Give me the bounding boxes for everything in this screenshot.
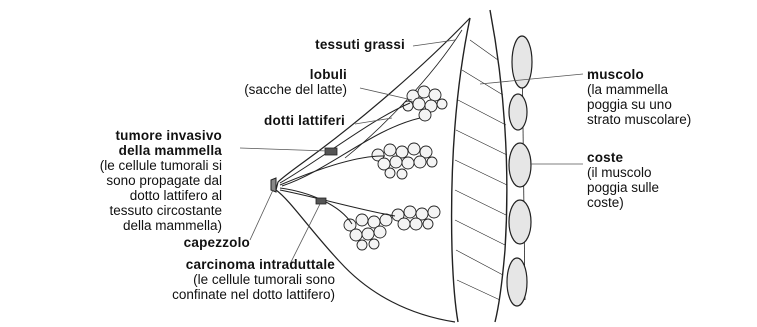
label-lobules: lobuli (sacche del latte)	[244, 67, 347, 97]
muscle-front-edge	[452, 18, 470, 322]
leader-nipple	[250, 190, 273, 240]
leader-invasive	[240, 148, 328, 151]
label-invasive-sub-5: della mammella)	[100, 218, 222, 233]
label-muscle: muscolo (la mammella poggia su uno strat…	[587, 67, 691, 127]
label-nipple: capezzolo	[184, 235, 250, 250]
label-ductal-sub-1: (le cellule tumorali sono	[172, 272, 335, 287]
label-fat-title: tessuti grassi	[315, 37, 405, 52]
rib-2	[509, 94, 527, 130]
label-ribs: coste (il muscolo poggia sulle coste)	[587, 150, 659, 210]
label-muscle-title: muscolo	[587, 67, 691, 82]
label-ribs-sub-1: (il muscolo	[587, 165, 659, 180]
duct-3	[280, 188, 352, 224]
lobule-cluster-lower	[344, 206, 440, 250]
label-invasive-sub-4: tessuto circostante	[100, 203, 222, 218]
lobule-cluster-mid	[372, 143, 437, 179]
label-ribs-sub-2: poggia sulle	[587, 180, 659, 195]
label-invasive-title-1: tumore invasivo	[100, 128, 222, 143]
label-ductal-title: carcinoma intraduttale	[172, 257, 335, 272]
leader-muscle	[480, 74, 583, 84]
label-muscle-sub-3: strato muscolare)	[587, 112, 691, 127]
label-ribs-sub-3: coste)	[587, 195, 659, 210]
ductal-carcinoma-mark	[316, 198, 326, 204]
label-lobules-title: lobuli	[244, 67, 347, 82]
label-nipple-title: capezzolo	[184, 235, 250, 250]
label-ducts-title: dotti lattiferi	[264, 113, 345, 128]
label-invasive-sub-1: (le cellule tumorali si	[100, 158, 222, 173]
label-lobules-subtitle: (sacche del latte)	[244, 82, 347, 97]
rib-3	[509, 143, 531, 187]
label-fat: tessuti grassi	[315, 37, 405, 52]
label-invasive-sub-2: sono propagate dal	[100, 173, 222, 188]
label-ductal: carcinoma intraduttale (le cellule tumor…	[172, 257, 335, 302]
label-invasive-title-2: della mammella	[100, 143, 222, 158]
label-ductal-sub-2: confinate nel dotto lattifero)	[172, 287, 335, 302]
label-invasive-sub-3: dotto lattifero al	[100, 188, 222, 203]
rib-5	[507, 258, 527, 306]
label-invasive: tumore invasivo della mammella (le cellu…	[100, 128, 222, 233]
leader-fat	[413, 40, 455, 46]
label-muscle-sub-2: poggia su uno	[587, 97, 691, 112]
label-ribs-title: coste	[587, 150, 659, 165]
nipple	[271, 178, 276, 192]
muscle-back-edge	[490, 10, 507, 322]
leader-lobules	[360, 88, 412, 100]
rib-4	[509, 200, 531, 244]
label-ducts: dotti lattiferi	[264, 113, 345, 128]
label-muscle-sub-1: (la mammella	[587, 82, 691, 97]
invasive-tumor-mark	[325, 148, 337, 155]
muscle-fiber	[455, 40, 507, 300]
